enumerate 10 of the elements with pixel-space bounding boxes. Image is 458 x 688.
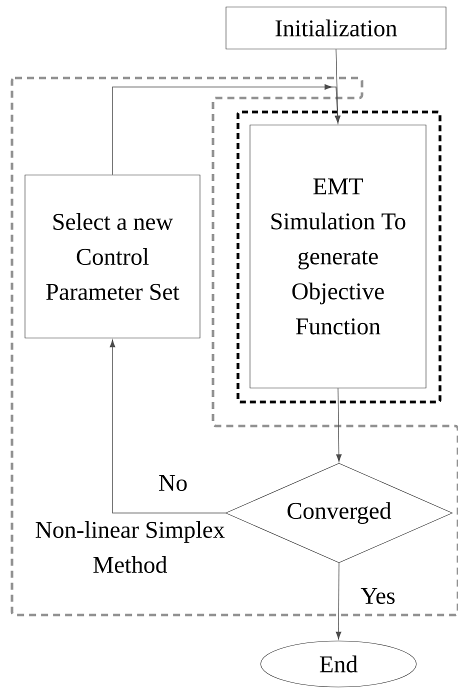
process-box: Select a new Control Parameter Set <box>24 174 200 338</box>
arrow <box>110 340 226 514</box>
arrow <box>336 562 342 640</box>
edge-label: Yes <box>360 587 396 605</box>
arrow <box>112 84 340 176</box>
process-box: Initialization <box>226 6 446 50</box>
dotted-frame <box>236 110 442 404</box>
process-box: EMT Simulation To generate Objective Function <box>250 124 426 388</box>
edge-label: No <box>157 474 189 492</box>
arrow <box>336 388 342 462</box>
